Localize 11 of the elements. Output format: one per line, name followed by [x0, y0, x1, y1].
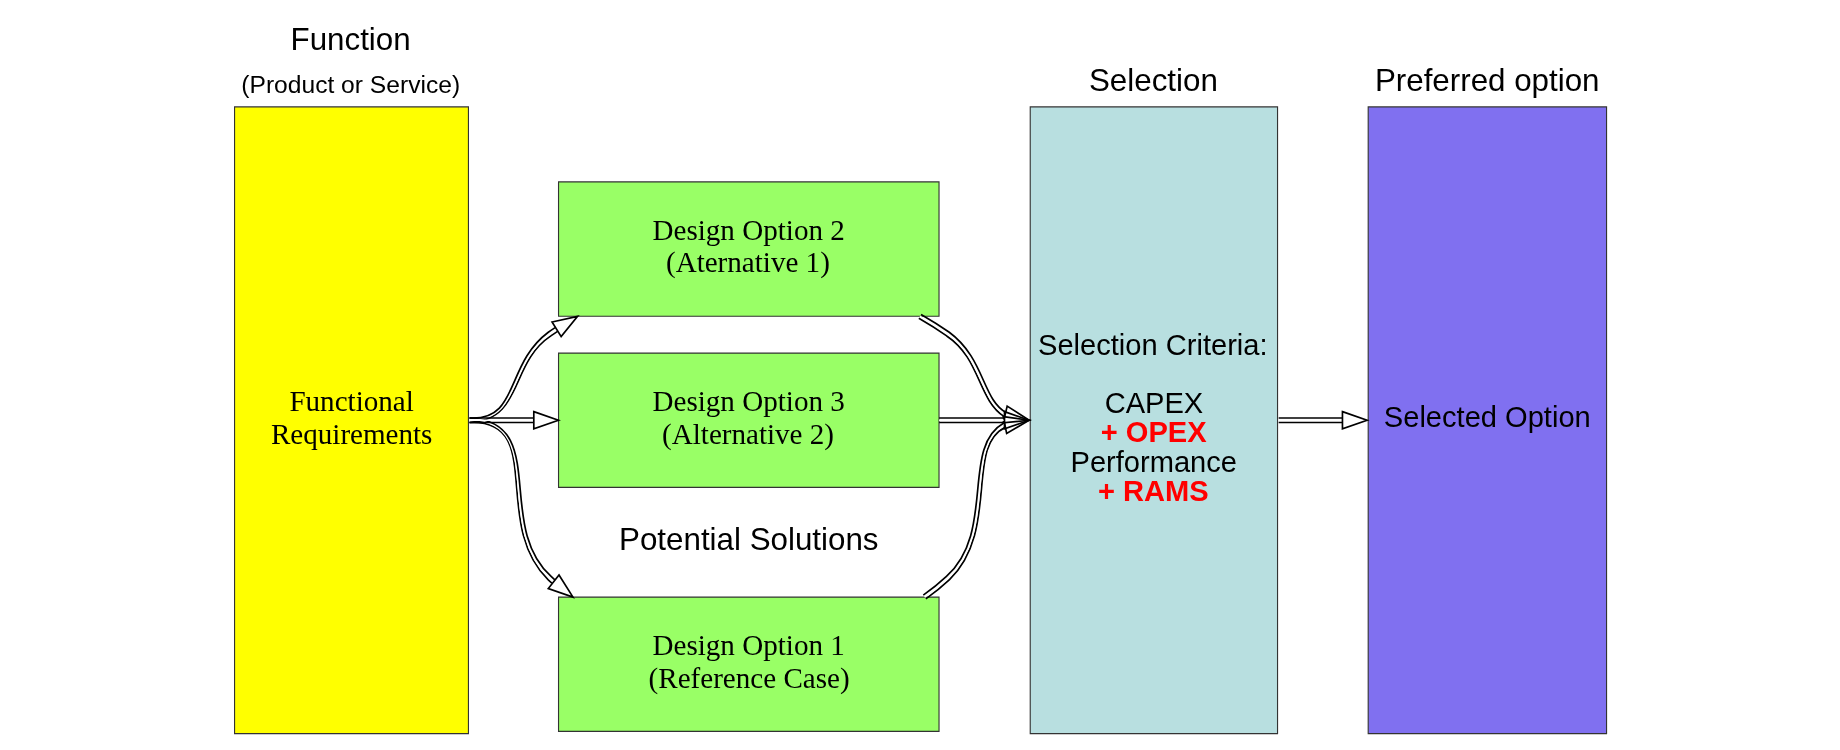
node-label: Selection	[1088, 62, 1218, 98]
node-label: Function	[290, 21, 411, 57]
arrow	[938, 409, 1032, 430]
label: Potential Solutions	[619, 521, 879, 557]
arrow	[468, 314, 580, 423]
node-label: Preferred option	[1374, 62, 1600, 98]
arrow	[468, 409, 561, 430]
arrow	[468, 416, 575, 599]
node-label: (Product or Service)	[241, 70, 461, 98]
arrow	[922, 415, 1032, 600]
arrow	[1277, 409, 1370, 430]
